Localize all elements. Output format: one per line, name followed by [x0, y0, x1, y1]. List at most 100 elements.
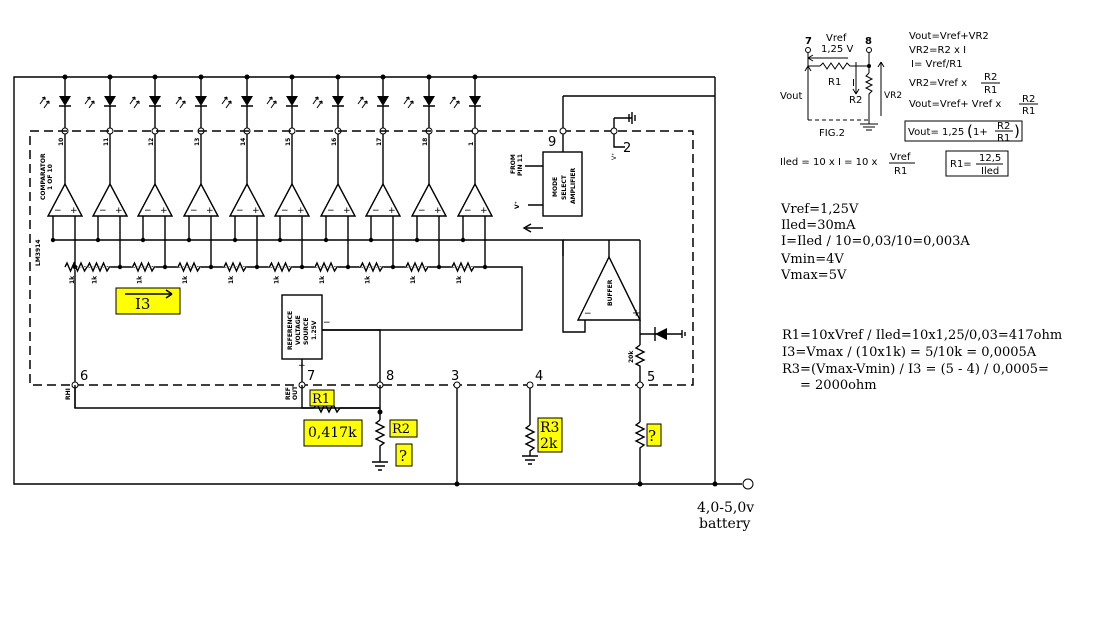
- resistor-r3: [524, 424, 536, 456]
- resistor-r5: [634, 421, 646, 484]
- fig2-vref-value: 1,25 V: [821, 44, 853, 55]
- comparator: [46, 182, 84, 217]
- comparator: [182, 182, 220, 217]
- input-junction: [414, 237, 420, 243]
- formula-6-inner: 1+: [973, 127, 988, 138]
- ladder-resistor: [359, 261, 384, 273]
- led-diode: [469, 96, 481, 106]
- ref-plus: +: [298, 361, 306, 371]
- light-emission-icon: [221, 96, 232, 109]
- input-junction: [232, 237, 238, 243]
- pin-8-label: 8: [386, 369, 394, 384]
- comparator-minus: −: [190, 206, 198, 216]
- input-junction: [460, 237, 466, 243]
- ladder-resistor: [405, 261, 429, 273]
- ladder-resistor-label: 1k: [137, 275, 144, 284]
- comparator-plus: +: [252, 206, 260, 216]
- i3-tag: I3: [135, 295, 150, 313]
- param-vmax: Vmax=5V: [780, 268, 847, 283]
- input-junction: [95, 237, 101, 243]
- light-emission-icon: [266, 96, 277, 109]
- formula-5-den: R1: [1022, 106, 1035, 117]
- comparator-plus: +: [343, 206, 351, 216]
- formula-4: VR2=Vref x: [909, 78, 967, 89]
- led-pin-label: 17: [376, 138, 383, 146]
- mode-amp-label-2: SELECT: [561, 174, 568, 200]
- mode-select-amplifier: [542, 151, 583, 217]
- comparator: [364, 182, 402, 217]
- calc-r3-result: = 2000ohm: [800, 378, 877, 393]
- buffer-label: BUFFER: [607, 279, 614, 306]
- pin-7-label: 7: [307, 369, 315, 384]
- comparator-plus: +: [297, 206, 305, 216]
- ladder-junction: [345, 264, 351, 270]
- comparator: [228, 182, 266, 217]
- ladder-resistor: [223, 261, 247, 273]
- r5-unknown-tag: ?: [648, 427, 656, 445]
- resistor-r2: [374, 419, 386, 462]
- from-pin-label: FROM: [510, 154, 517, 174]
- formula-6: Vout= 1,25: [908, 127, 964, 138]
- light-emission-icon: [84, 96, 95, 109]
- pin-4-label: 4: [535, 369, 543, 384]
- ladder-junction: [162, 264, 168, 270]
- input-junction: [186, 237, 192, 243]
- light-emission-icon: [175, 96, 186, 109]
- comparator-minus: −: [281, 206, 289, 216]
- r1-box-den: Iled: [981, 166, 999, 177]
- led-diode: [59, 96, 71, 106]
- calc-r1: R1=10xVref / Iled=10x1,25/0,03=417ohm: [782, 328, 1062, 343]
- ref-out-label-2: OUT: [292, 385, 299, 400]
- fig2-node-8: 8: [865, 36, 872, 47]
- input-junction: [50, 237, 56, 243]
- ladder-resistor-label: 1k: [365, 275, 372, 284]
- ladder-resistor-label: 1k: [410, 275, 417, 284]
- ladder-resistor-label: 1k: [319, 275, 326, 284]
- light-emission-icon: [312, 96, 323, 109]
- ladder-resistor-label: 1k: [182, 275, 189, 284]
- ladder-junction: [436, 264, 442, 270]
- pin-2-label: 2: [623, 141, 631, 156]
- ladder-junction: [117, 264, 123, 270]
- comparator-minus: −: [144, 206, 152, 216]
- fig2-r1: [819, 62, 870, 73]
- iled-formula-den: R1: [894, 166, 907, 177]
- ladder-resistor: [451, 261, 475, 273]
- r1-box-num: 12,5: [979, 153, 1001, 164]
- input-junction: [277, 237, 283, 243]
- formula-3: I= Vref/R1: [911, 59, 963, 70]
- comparator: [319, 182, 357, 217]
- led-pin-label: 11: [103, 138, 110, 146]
- comparator-minus: −: [99, 206, 107, 216]
- comparator: [91, 182, 129, 217]
- param-iled: Iled=30mA: [781, 218, 856, 233]
- calc-r3: R3=(Vmax-Vmin) / I3 = (5 - 4) / 0,0005=: [782, 362, 1049, 377]
- r3-tag: R3: [540, 420, 559, 436]
- comparator-plus: +: [160, 206, 168, 216]
- formula-4-num: R2: [984, 72, 997, 83]
- led-diode: [241, 96, 253, 106]
- light-emission-icon: [357, 96, 368, 109]
- formula-5: Vout=Vref+ Vref x: [909, 99, 1001, 110]
- led-diode: [423, 96, 435, 106]
- comparator-minus: −: [327, 206, 335, 216]
- buffer-minus: −: [584, 309, 592, 319]
- battery-voltage-label: 4,0-5,0v: [697, 500, 754, 516]
- comparator-minus: −: [464, 206, 472, 216]
- pin-6-label: 6: [80, 369, 88, 384]
- ladder-resistor: [86, 261, 111, 273]
- comparator-label: COMPARATOR: [40, 153, 47, 200]
- ladder-junction: [390, 264, 396, 270]
- pin-9-label: 9: [548, 135, 556, 150]
- r1-value-tag: 0,417k: [308, 425, 357, 441]
- formula-6-paren-open: (: [967, 122, 973, 140]
- from-pin-number: PIN 11: [517, 154, 524, 176]
- fig2-vr2-label: VR2: [884, 91, 902, 101]
- fig2-r2: [864, 72, 874, 124]
- led-pin-label: 18: [422, 138, 429, 146]
- led-diode: [332, 96, 344, 106]
- resistor-r1: [313, 402, 380, 414]
- input-junction: [140, 237, 146, 243]
- fig2-r1-label: R1: [828, 77, 841, 88]
